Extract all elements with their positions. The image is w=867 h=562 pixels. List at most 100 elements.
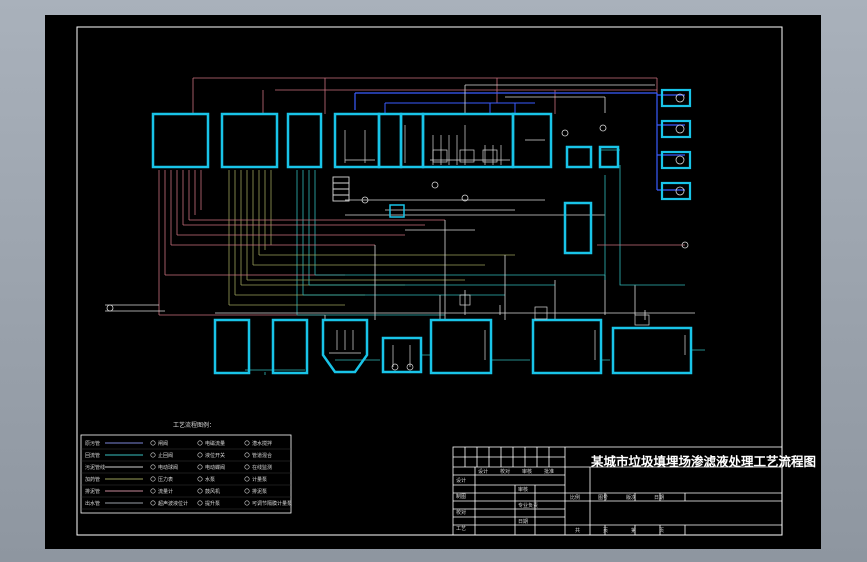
title-block-cell: 版次: [626, 494, 636, 501]
title-block-top-cells: [453, 447, 565, 467]
tank-lower-4[interactable]: [381, 336, 423, 374]
tank-upper-4[interactable]: [333, 112, 381, 169]
legend-line-label: 排泥管: [85, 488, 100, 495]
pipe-horizontal-4: [345, 199, 605, 231]
tank-lower-5[interactable]: [429, 318, 493, 375]
valve-circle: [461, 194, 469, 202]
legend-line-label: 原污管: [85, 440, 100, 447]
tank-small-2[interactable]: [598, 145, 620, 169]
title-block-label: 设计: [478, 468, 488, 475]
legend-line-label: 出水管: [85, 500, 100, 507]
tank-lower-1[interactable]: [213, 318, 251, 375]
pipe-right-side: [600, 149, 685, 286]
right-unit-2[interactable]: [660, 119, 692, 139]
pipe-lower-top: [215, 290, 695, 320]
legend-symbol-label: 潜水搅拌: [252, 440, 272, 447]
legend-symbol-icon: [244, 440, 250, 446]
legend-symbol-label: 电磁流量: [205, 440, 225, 447]
drawing-frame: [76, 26, 783, 536]
legend-symbol-icon: [150, 476, 156, 482]
title-block-texts: 设计制图校对工艺审核专业负责日期设计校对审核批准比例图号版次日期共页第页: [456, 468, 664, 534]
tank-upper-3[interactable]: [286, 112, 323, 169]
tank-lower-2[interactable]: [271, 318, 309, 375]
legend-symbol-icon: [150, 464, 156, 470]
legend-symbol-label: 超声波液位计: [158, 500, 188, 507]
drawing-title: 某城市垃圾填埋场渗滤液处理工艺流程图: [591, 454, 816, 469]
tank-lower-7[interactable]: [611, 326, 693, 375]
title-block-label: 审核: [522, 468, 532, 475]
title-block-label: 日期: [518, 519, 528, 525]
legend-symbol-icon: [150, 452, 156, 458]
legend-symbol-label: 流量计: [158, 488, 173, 495]
legend-line-label: 污泥管线: [85, 464, 105, 471]
title-block-label: 设计: [456, 477, 466, 484]
pump-circle: [391, 363, 399, 371]
pipe-network: [105, 77, 705, 375]
title-block-label: 校对: [500, 468, 510, 475]
legend-symbol-label: 液位开关: [205, 452, 225, 459]
pipe-lower-links: [245, 349, 705, 375]
legend-symbol-label: 排泥泵: [252, 488, 267, 495]
pump-circle: [675, 186, 685, 196]
pump-circle: [675, 155, 685, 165]
tank-upper-5[interactable]: [377, 112, 403, 169]
pipe-red-top2: [275, 89, 657, 114]
title-block-cell: 页: [603, 528, 608, 534]
pipe-left-inlet: [105, 304, 165, 312]
tank-lower-6[interactable]: [531, 318, 603, 375]
blower-fins: [333, 182, 349, 196]
legend-symbol-label: 在线监测: [252, 464, 272, 471]
legend-symbol-label: 计量泵: [252, 476, 267, 483]
pump-circle: [406, 363, 414, 371]
dosing-unit: [534, 306, 548, 320]
legend-symbol-icon: [150, 440, 156, 446]
right-unit-4[interactable]: [660, 181, 692, 201]
right-unit-1[interactable]: [660, 88, 692, 108]
legend-symbol-label: 电动蝶阀: [205, 464, 225, 471]
legend-symbol-label: 电动球阀: [158, 464, 178, 471]
legend-symbol-label: 管道混合: [252, 452, 272, 459]
internal-box-2: [459, 149, 475, 163]
valve-circle: [599, 124, 607, 132]
title-block: [452, 446, 783, 536]
filter-box: [389, 204, 405, 218]
legend-symbol-icon: [150, 488, 156, 494]
legend-symbol-icon: [244, 476, 250, 482]
drawing-sheet: 工艺流程图例： 原污管回流管污泥管线加药管排泥管出水管 闸阀止回阀电动球阀压力表…: [45, 15, 821, 549]
valve-circle: [561, 129, 569, 137]
title-block-cell: 比例: [570, 494, 580, 501]
legend-symbol-label: 可调节隔膜计量泵: [252, 500, 292, 507]
blower[interactable]: [332, 176, 405, 218]
valve-circle: [431, 181, 439, 189]
tank-lower-3-sedimentation[interactable]: [321, 318, 369, 374]
outlet-circle: [681, 241, 689, 249]
tank-upper-8[interactable]: [511, 112, 553, 169]
tank-upper-1[interactable]: [151, 112, 210, 169]
legend-symbol-icon: [150, 500, 156, 506]
legend-symbol-icon: [197, 476, 203, 482]
pipe-red-top: [192, 77, 658, 135]
lower-tanks: [213, 318, 693, 375]
title-block-label: 制图: [456, 493, 466, 500]
internal-lines: [344, 125, 545, 165]
title-block-label: 专业负责: [518, 502, 538, 509]
legend-symbol-label: 水泵: [205, 476, 215, 483]
title-block-cell: 第: [631, 527, 636, 534]
title-block-frame: [452, 446, 783, 536]
title-block-cell: 图号: [598, 495, 608, 501]
valve-circle: [106, 304, 114, 312]
legend-symbol-icon: [197, 488, 203, 494]
pipe-drops-mid2: [296, 170, 316, 315]
tank-upper-7[interactable]: [421, 112, 515, 169]
internal-box-3: [482, 149, 498, 163]
tank-upper-2[interactable]: [220, 112, 279, 169]
title-block-cell: 日期: [654, 495, 664, 501]
right-unit-3[interactable]: [660, 150, 692, 170]
tank-mid-right[interactable]: [563, 201, 593, 255]
tank-upper-6[interactable]: [399, 112, 425, 169]
internal-box-1: [432, 149, 448, 163]
tank-small-1[interactable]: [565, 145, 593, 169]
